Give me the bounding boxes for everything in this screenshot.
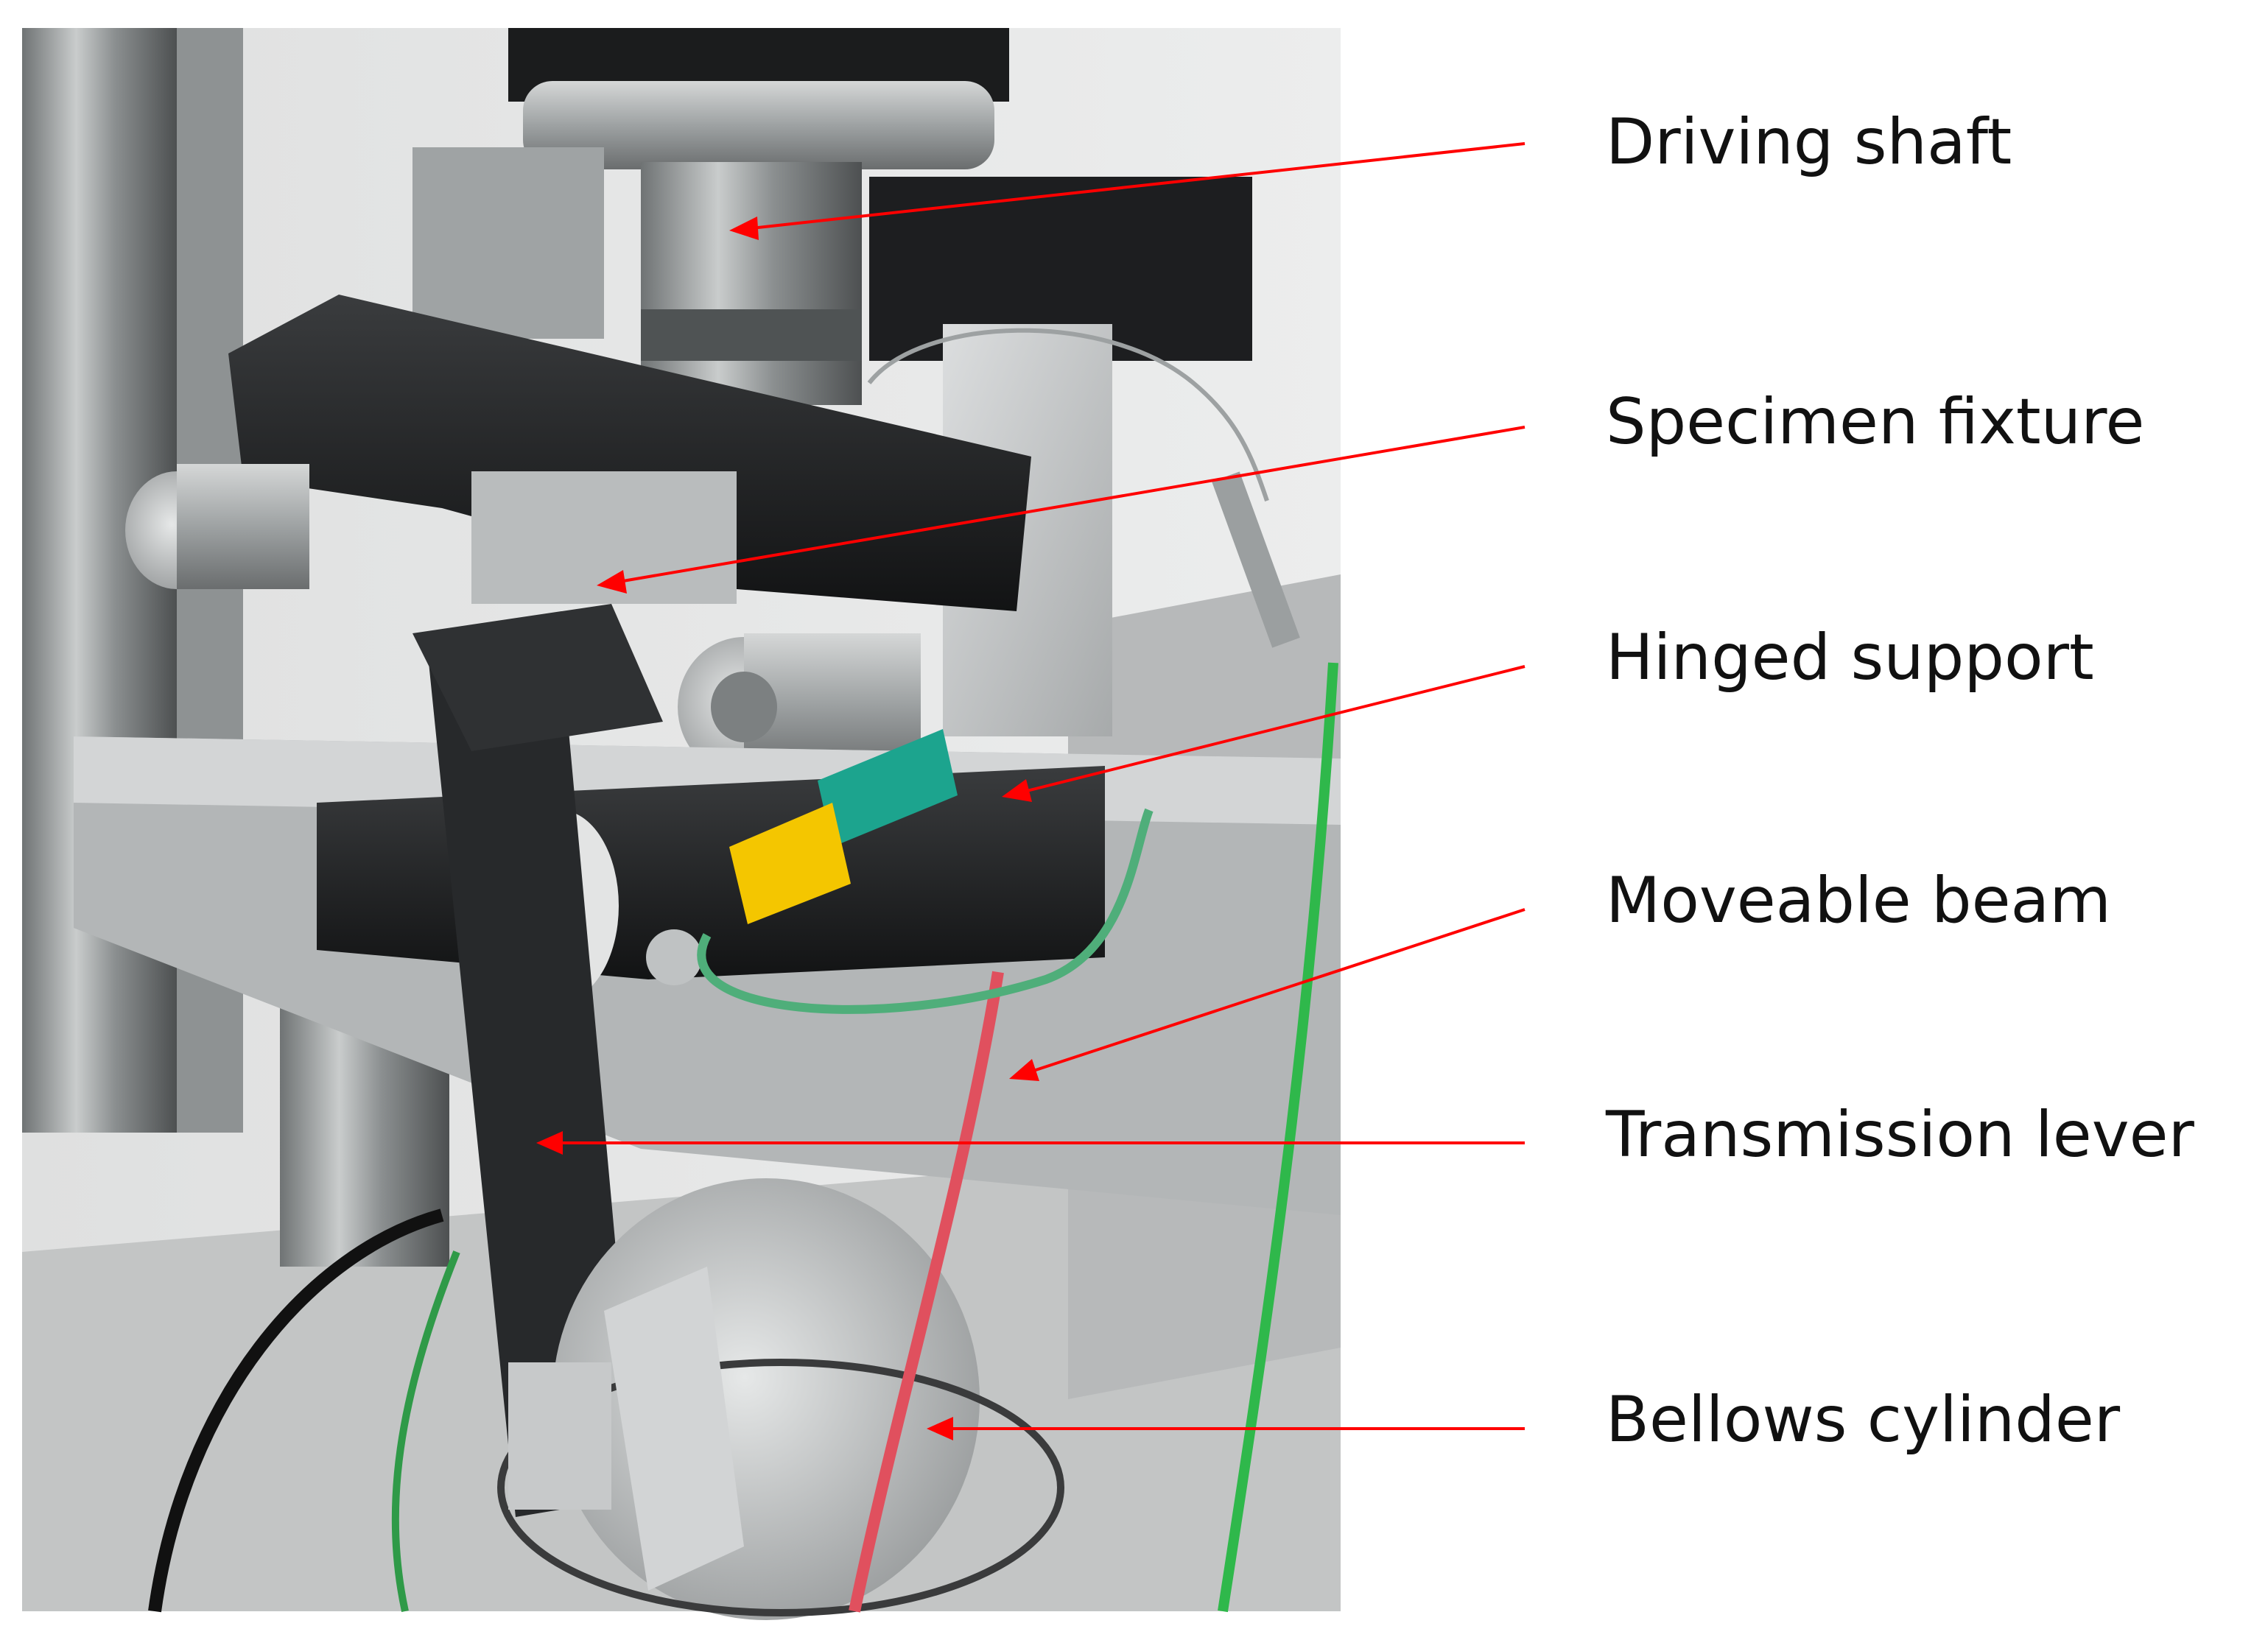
label-moveable-beam: Moveable beam xyxy=(1606,864,2112,937)
photograph xyxy=(22,28,1341,1620)
arrow-driving-shaft xyxy=(729,142,1526,240)
probe xyxy=(1212,471,1300,648)
green-cable-loop xyxy=(697,808,1154,1014)
label-driving-shaft: Driving shaft xyxy=(1606,105,2012,179)
driving-shaft-body xyxy=(641,162,862,405)
top-ring xyxy=(523,81,994,169)
green-cable-left xyxy=(391,1250,460,1613)
arrow-hinged-support xyxy=(1002,665,1526,802)
label-hinged-support: Hinged support xyxy=(1606,621,2094,694)
driving-shaft-ring xyxy=(641,309,862,361)
bellows-cylinder-photo xyxy=(552,1178,980,1620)
arrow-bellows-cylinder xyxy=(927,1417,1525,1440)
cylinder-bracket xyxy=(604,1267,744,1591)
red-cable xyxy=(849,971,1004,1613)
arrow-transmission-lever xyxy=(536,1131,1525,1155)
bracket-foot xyxy=(508,1362,611,1510)
lever-upper xyxy=(412,604,663,751)
label-transmission-lever: Transmission lever xyxy=(1606,1098,2194,1172)
label-bellows-cylinder: Bellows cylinder xyxy=(1606,1383,2121,1457)
black-crossbar xyxy=(228,295,1031,611)
thermocouple-connector xyxy=(729,729,958,924)
green-cable-right xyxy=(1218,662,1338,1613)
black-cable xyxy=(148,1208,444,1613)
label-specimen-fixture: Specimen fixture xyxy=(1606,385,2145,459)
rear-block-left xyxy=(412,147,604,339)
arrow-moveable-beam xyxy=(1009,908,1526,1081)
thin-wire xyxy=(867,328,1269,501)
right-pin-cap xyxy=(711,672,777,742)
arrow-specimen-fixture xyxy=(597,426,1526,594)
left-pin xyxy=(177,464,309,589)
bellows-ring xyxy=(497,1359,1064,1616)
hinge-bolt xyxy=(646,929,702,985)
annotation-arrows xyxy=(536,142,1526,1440)
hinge-block xyxy=(317,766,1105,979)
